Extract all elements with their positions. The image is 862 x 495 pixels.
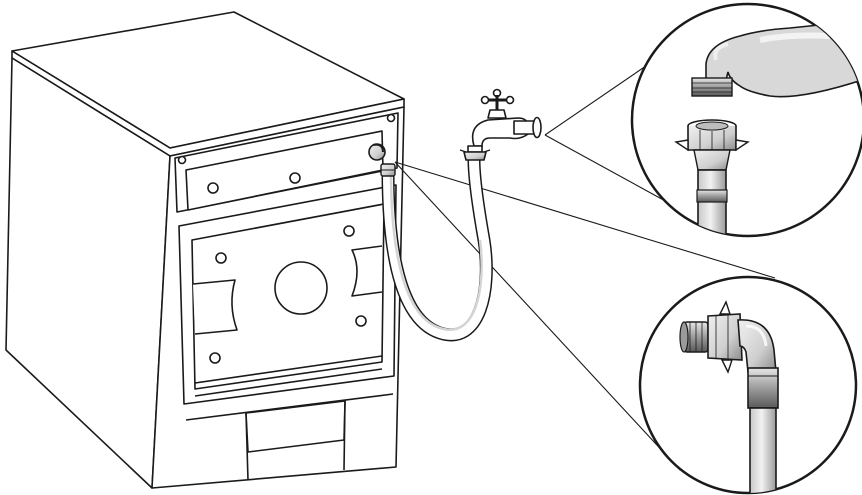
washing-machine xyxy=(5,11,405,489)
bolt-hole xyxy=(355,315,367,327)
bolt-hole xyxy=(343,225,355,237)
bolt-hole xyxy=(289,172,301,184)
inlet-valve-connector-detail xyxy=(638,275,858,495)
bolt-hole xyxy=(209,352,221,364)
transport-bracket-right xyxy=(351,245,383,297)
bolt-hole xyxy=(207,182,219,194)
bolt-hole xyxy=(215,252,227,264)
inlet-hose xyxy=(380,159,493,342)
screw-icon xyxy=(177,155,187,165)
transport-bracket-left xyxy=(192,279,238,335)
drum-opening xyxy=(274,261,328,315)
tap-connector-detail xyxy=(630,2,862,238)
screw-icon xyxy=(386,113,396,123)
faucet-icon xyxy=(459,88,542,161)
machine-inlet-valve xyxy=(368,143,386,161)
